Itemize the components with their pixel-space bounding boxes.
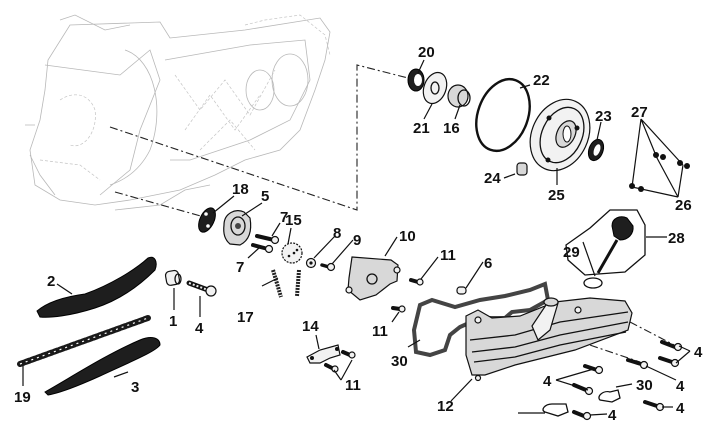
part-screws-11 bbox=[324, 278, 424, 373]
part-dipstick-27 bbox=[565, 209, 646, 289]
part-screw-9 bbox=[320, 262, 336, 272]
callout-4-right-mid: 4 bbox=[676, 378, 685, 395]
callout-27: 28 bbox=[668, 230, 685, 247]
callouts: 20 21 16 22 23 27 24 25 26 18 5 7 15 7 8… bbox=[14, 44, 703, 424]
leader-lines bbox=[22, 59, 691, 416]
part-bracket-13 bbox=[306, 344, 341, 364]
part-oil-pump-5 bbox=[223, 210, 252, 246]
part-dowels-screws-25-26 bbox=[629, 118, 690, 198]
callout-11-middle: 11 bbox=[372, 323, 388, 340]
part-chain-15 bbox=[271, 269, 301, 298]
callout-18: 19 bbox=[14, 389, 31, 406]
crankcase-ghost bbox=[25, 14, 331, 211]
callout-2: 2 bbox=[47, 273, 55, 290]
part-oil-pan-gasket-29 bbox=[411, 281, 551, 358]
callout-4-bottom: 4 bbox=[608, 407, 617, 424]
part-washer-8 bbox=[305, 257, 317, 269]
part-clips-30 bbox=[542, 389, 621, 417]
callout-25: 26 bbox=[675, 197, 692, 214]
callout-6: 6 bbox=[484, 255, 492, 272]
part-oil-pan-12 bbox=[465, 297, 633, 382]
callout-15: 17 bbox=[237, 309, 254, 326]
callout-30-right: 30 bbox=[636, 377, 653, 394]
callout-12: 12 bbox=[437, 398, 454, 415]
part-oil-seal-22 bbox=[587, 138, 605, 162]
part-o-ring-21 bbox=[475, 77, 531, 153]
callout-8: 8 bbox=[333, 225, 341, 242]
part-oil-seal-19 bbox=[407, 68, 425, 92]
part-washer-20 bbox=[422, 71, 448, 105]
part-pump-cover-10 bbox=[345, 256, 401, 301]
callout-4-center: 4 bbox=[543, 373, 552, 390]
callout-14: 15 bbox=[285, 212, 302, 229]
callout-26: 27 bbox=[631, 104, 648, 121]
callout-3: 3 bbox=[131, 379, 139, 396]
part-bushing-16 bbox=[447, 84, 471, 108]
callout-23: 24 bbox=[484, 170, 501, 187]
callout-4-right-top: 4 bbox=[694, 344, 703, 361]
callout-10: 10 bbox=[399, 228, 416, 245]
callout-22: 23 bbox=[595, 108, 612, 125]
part-cover-plate-24 bbox=[529, 98, 591, 172]
callout-11-lower: 11 bbox=[345, 377, 361, 394]
callout-9: 9 bbox=[353, 232, 361, 249]
callout-1: 1 bbox=[169, 313, 177, 330]
callout-7-upper: 7 bbox=[280, 209, 288, 226]
part-tensioner-slider-2 bbox=[36, 256, 157, 318]
part-bolt-4 bbox=[186, 280, 217, 297]
callout-29: 30 bbox=[391, 353, 408, 370]
callout-7-lower: 7 bbox=[236, 259, 244, 276]
callout-16: 16 bbox=[443, 120, 460, 137]
callout-4-left: 4 bbox=[195, 320, 204, 337]
callout-4-right-bottom: 4 bbox=[676, 400, 685, 417]
part-gasket-17 bbox=[198, 207, 216, 233]
part-bushing-1 bbox=[164, 269, 182, 286]
callout-28: 29 bbox=[563, 244, 580, 261]
part-sprocket-14 bbox=[281, 242, 303, 264]
callout-13: 14 bbox=[302, 318, 319, 335]
callout-24: 25 bbox=[548, 187, 565, 204]
callout-19: 20 bbox=[418, 44, 435, 61]
part-timing-chain-18 bbox=[17, 315, 151, 367]
part-bushing-23 bbox=[516, 162, 528, 176]
part-bolts-4 bbox=[572, 340, 683, 421]
part-chain-guide-3 bbox=[44, 337, 161, 396]
part-plug-6 bbox=[456, 286, 467, 295]
callout-20: 21 bbox=[413, 120, 430, 137]
callout-5: 5 bbox=[261, 188, 269, 205]
callout-21: 22 bbox=[533, 72, 550, 89]
part-screws-7 bbox=[251, 234, 280, 254]
callout-11-upper: 11 bbox=[440, 247, 456, 264]
callout-17: 18 bbox=[232, 181, 249, 198]
